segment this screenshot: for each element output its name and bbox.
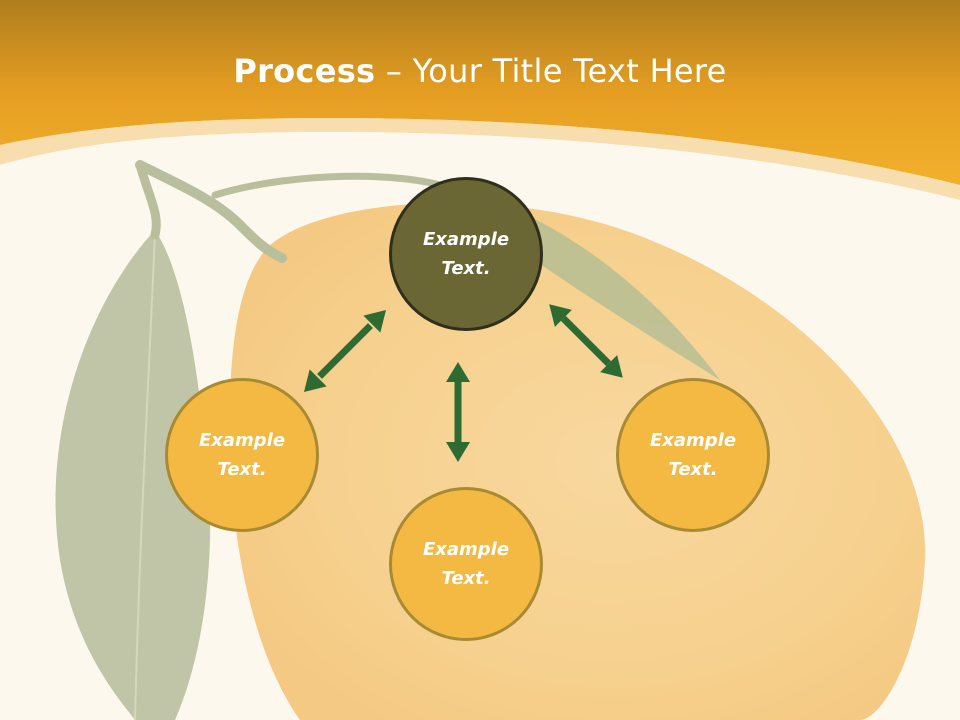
title-rest: – Your Title Text Here [375, 52, 727, 90]
process-node-left[interactable]: Example Text. [165, 378, 319, 532]
process-node-right[interactable]: Example Text. [616, 378, 770, 532]
node-bottom-text: Example Text. [422, 539, 510, 589]
process-node-center[interactable]: Example Text. [389, 177, 543, 331]
slide-title: Process – Your Title Text Here [0, 52, 960, 90]
title-bold: Process [233, 52, 376, 90]
node-center-text: Example Text. [422, 229, 510, 279]
node-right-text: Example Text. [649, 430, 737, 480]
process-node-bottom[interactable]: Example Text. [389, 487, 543, 641]
node-left-text: Example Text. [198, 430, 286, 480]
leaf-image [55, 230, 211, 720]
header-band [0, 0, 960, 185]
